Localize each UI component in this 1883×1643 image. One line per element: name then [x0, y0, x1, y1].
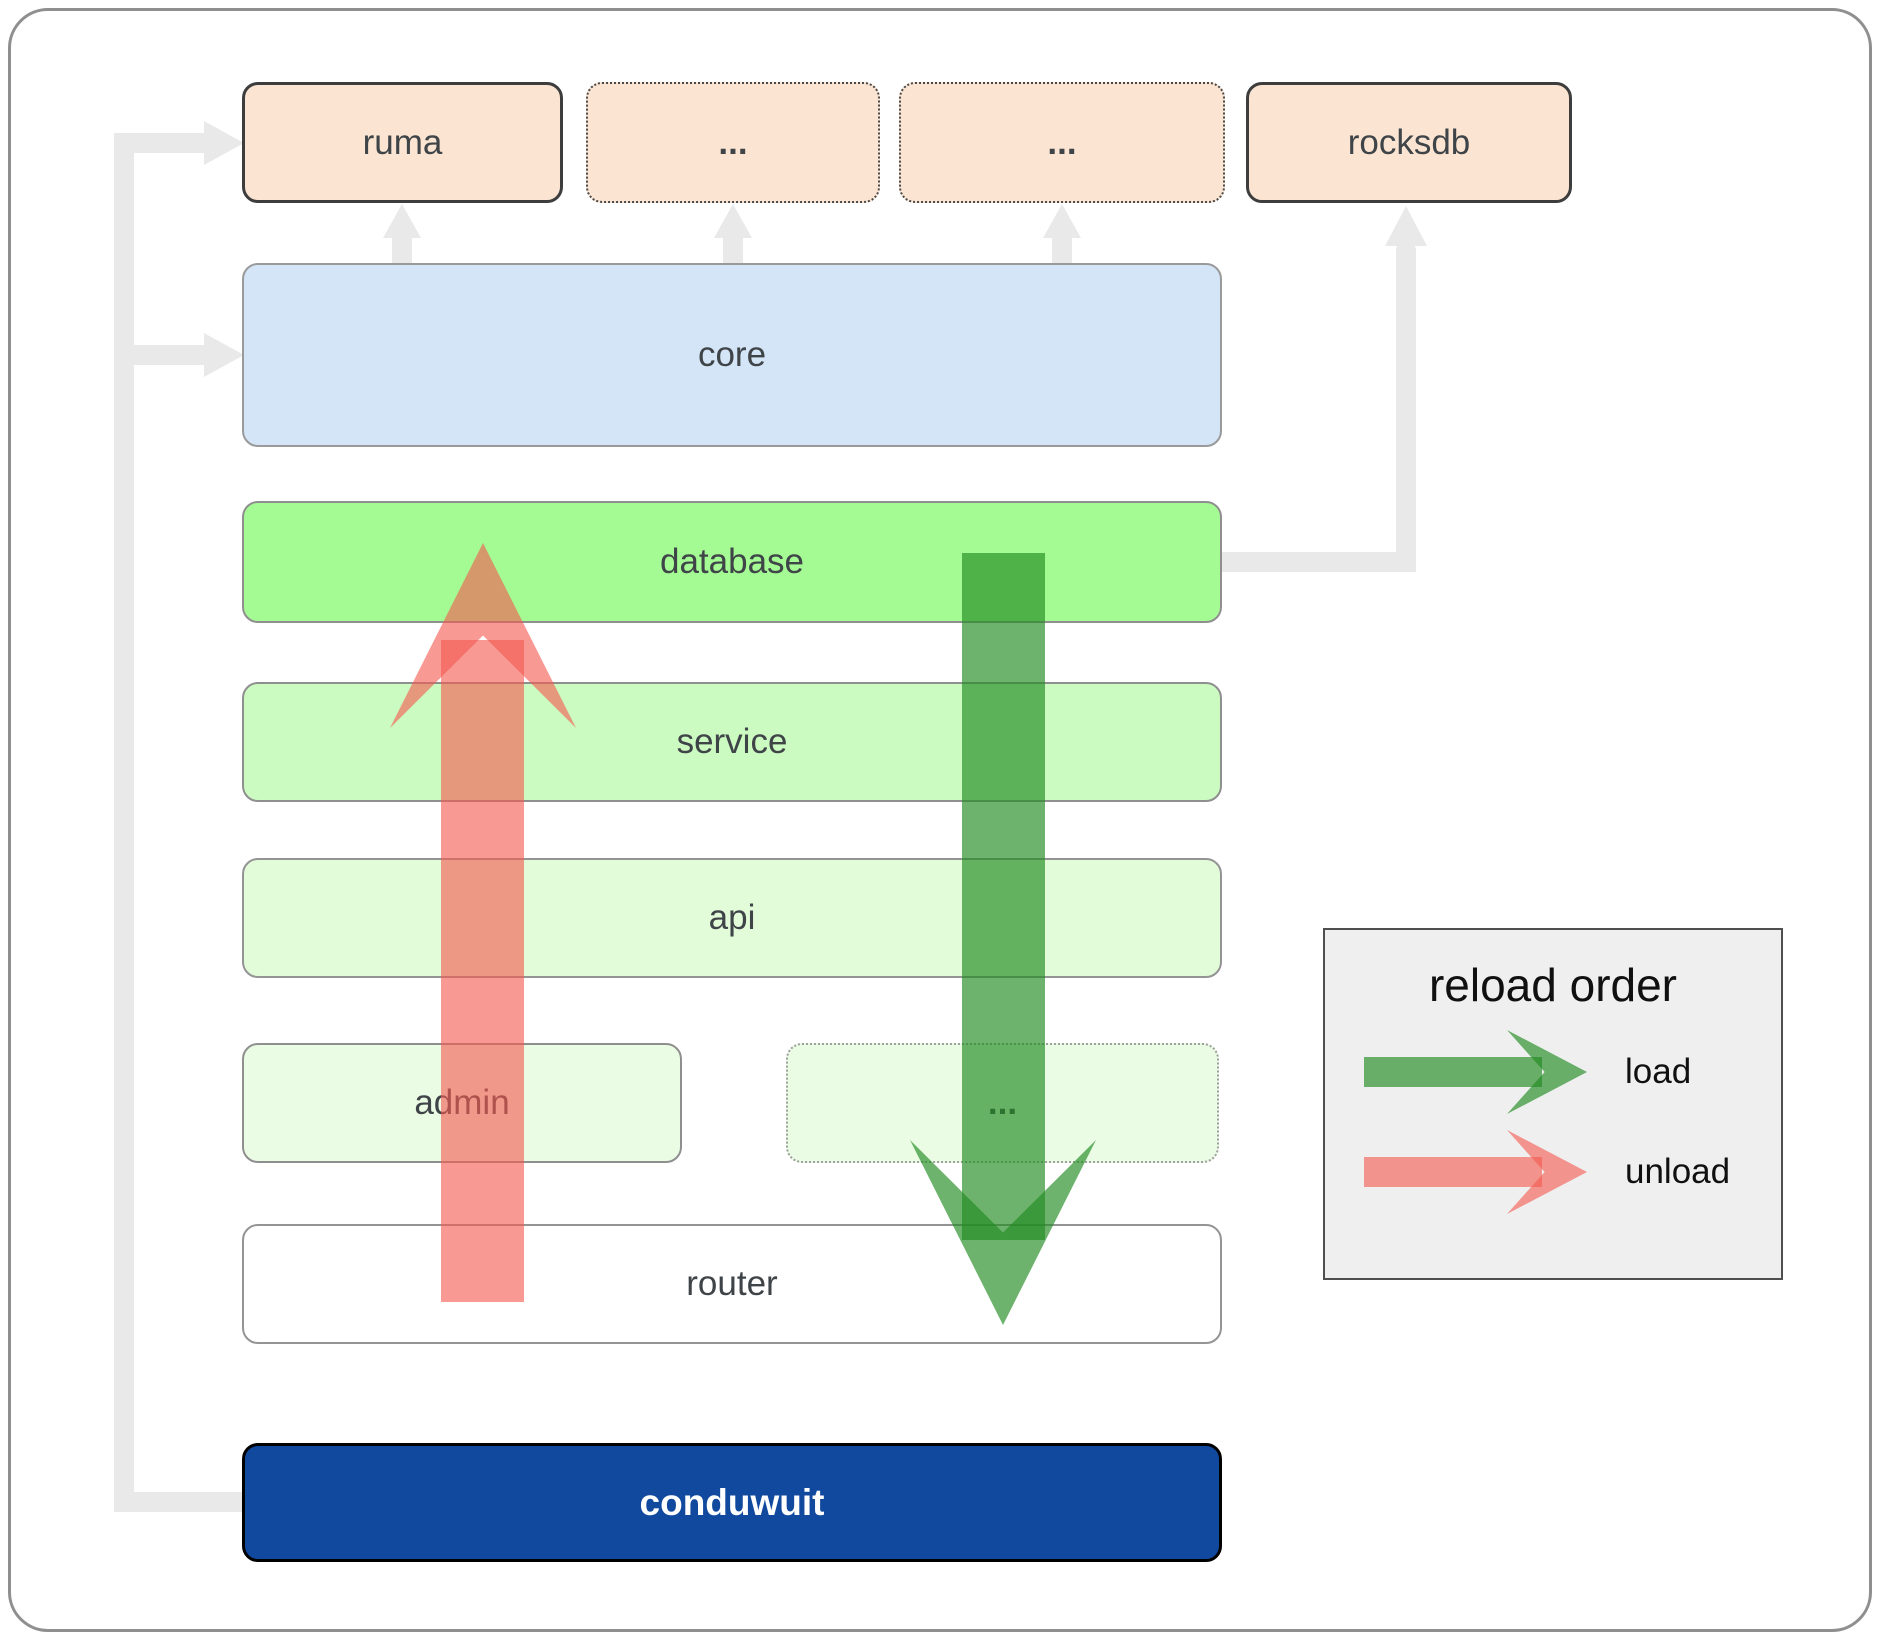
- legend-load-label: load: [1625, 1052, 1692, 1091]
- database-to-rocksdb-segment: [1222, 552, 1416, 572]
- node-rocksdb: rocksdb: [1246, 82, 1572, 203]
- node-conduwuit: conduwuit: [242, 1443, 1222, 1562]
- node-core-label: core: [697, 335, 767, 374]
- trunk-to-ruma-segment: [114, 133, 206, 153]
- conduwuit-trunk-line: [114, 133, 134, 1512]
- node-database: database: [242, 501, 1222, 623]
- legend: reload order load unload: [1323, 928, 1783, 1280]
- node-core: core: [242, 263, 1222, 447]
- node-database-label: database: [659, 542, 805, 581]
- node-service-label: service: [676, 722, 788, 761]
- legend-load-arrow-shaft: [1364, 1057, 1542, 1087]
- legend-unload-label: unload: [1625, 1152, 1731, 1191]
- node-ellipsis-top-1: ...: [586, 82, 880, 203]
- database-to-rocksdb-riser: [1396, 244, 1416, 572]
- node-conduwuit-label: conduwuit: [639, 1481, 825, 1523]
- trunk-to-core-segment: [114, 345, 206, 365]
- conduwuit-exit-segment: [114, 1492, 244, 1512]
- node-router: router: [242, 1224, 1222, 1344]
- core-to-ellipsis1-arrow-shaft: [723, 238, 743, 264]
- node-router-label: router: [686, 1264, 778, 1303]
- node-service: service: [242, 682, 1222, 802]
- unload-arrow-shaft: [441, 640, 524, 1302]
- legend-title: reload order: [1428, 959, 1678, 1011]
- node-rocksdb-label: rocksdb: [1347, 122, 1471, 162]
- diagram-outer-frame: [8, 8, 1872, 1632]
- node-ellipsis-top-1-label: ...: [718, 122, 748, 162]
- node-ruma-label: ruma: [362, 122, 443, 162]
- node-api-label: api: [708, 898, 756, 937]
- node-api: api: [242, 858, 1222, 978]
- core-to-ellipsis2-arrow-shaft: [1052, 238, 1072, 264]
- load-arrow-shaft: [962, 553, 1045, 1240]
- node-ruma: ruma: [242, 82, 563, 203]
- core-to-ruma-arrow-shaft: [392, 238, 412, 264]
- node-ellipsis-top-2-label: ...: [1047, 122, 1077, 162]
- node-ellipsis-top-2: ...: [899, 82, 1225, 203]
- legend-unload-arrow-shaft: [1364, 1157, 1542, 1187]
